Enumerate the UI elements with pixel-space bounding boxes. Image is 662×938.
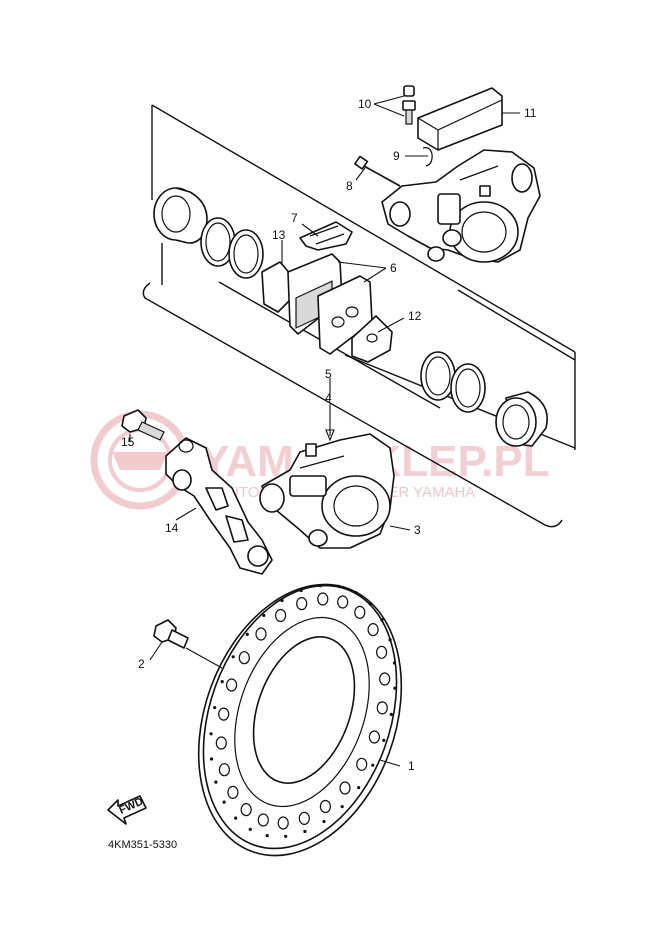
disc-drill-dot — [234, 816, 238, 820]
disc-drill-dot — [299, 588, 303, 593]
part-9-retaining-clip[interactable] — [422, 147, 433, 167]
disc-drill-dot — [209, 757, 214, 761]
disc-drill-dot — [231, 655, 235, 659]
piston-seals-right[interactable] — [420, 351, 486, 413]
disc-hole — [298, 811, 310, 826]
disc-hole — [255, 627, 267, 641]
disc-hole — [339, 781, 351, 795]
disc-drill-dot — [265, 834, 269, 838]
disc-drill-dot — [388, 638, 392, 642]
part-8-pad-pin[interactable] — [354, 155, 401, 187]
part-12-pad-shim[interactable] — [351, 315, 393, 363]
part-2-disc-bolt[interactable] — [153, 619, 189, 649]
disc-drill-dot — [214, 780, 218, 784]
callout-2: 2 — [138, 657, 145, 671]
disc-hole — [319, 799, 331, 814]
callout-6: 6 — [390, 261, 397, 275]
piston-right[interactable] — [495, 391, 548, 447]
disc-drill-dot — [248, 827, 252, 832]
piston-left[interactable] — [153, 187, 208, 244]
disc-hole — [277, 816, 289, 830]
callout-7: 7 — [291, 211, 298, 225]
disc-hole — [257, 813, 269, 827]
disc-hole — [218, 707, 230, 721]
disc-hole — [354, 605, 366, 620]
diagram-code: 4KM351-5330 — [108, 839, 177, 851]
disc-hole — [218, 763, 230, 777]
disc-drill-dot — [222, 800, 226, 804]
disc-drill-dot — [280, 598, 284, 603]
disc-hole — [275, 608, 287, 623]
part-1-brake-disc[interactable] — [163, 556, 437, 884]
disc-hole — [215, 736, 227, 750]
part-7-pad-spring[interactable] — [299, 221, 353, 251]
part-3-caliper-assembly[interactable] — [259, 433, 395, 549]
callout-8: 8 — [346, 179, 353, 193]
callout-15: 15 — [121, 435, 135, 449]
disc-drill-dot — [371, 763, 375, 767]
disc-drill-dot — [357, 786, 361, 790]
disc-hole — [240, 802, 252, 817]
part-14-caliper-bracket[interactable] — [165, 437, 273, 575]
disc-hole — [376, 645, 388, 659]
callout-13: 13 — [272, 228, 286, 242]
disc-drill-dot — [284, 834, 288, 838]
part-11-caliper-cover[interactable] — [417, 87, 503, 151]
disc-hole — [226, 678, 238, 692]
disc-drill-dot — [382, 738, 386, 743]
leader-lines — [129, 95, 520, 767]
part-10-bleed-screw[interactable] — [402, 85, 416, 125]
caliper-assembly-upper[interactable] — [381, 149, 541, 263]
fwd-arrow-icon: FWD — [107, 795, 147, 825]
disc-drill-dot — [303, 829, 307, 834]
disc-hole — [337, 595, 349, 609]
disc-drill-dot — [392, 661, 397, 665]
callout-1: 1 — [408, 759, 415, 773]
callout-4: 4 — [325, 391, 332, 405]
disc-drill-dot — [262, 613, 266, 618]
disc-hole — [296, 596, 308, 611]
part-13-pad-shim[interactable] — [261, 261, 293, 313]
disc-hole — [368, 730, 380, 744]
disc-hole — [367, 622, 379, 637]
disc-vent-holes — [209, 584, 397, 838]
disc-hole — [376, 701, 388, 715]
disc-drill-dot — [368, 602, 372, 606]
disc-drill-dot — [340, 805, 344, 809]
disc-drill-dot — [209, 732, 213, 736]
callout-10: 10 — [358, 97, 372, 111]
callout-12: 12 — [408, 309, 422, 323]
disc-hole — [356, 757, 368, 771]
disc-drill-dot — [220, 680, 224, 684]
disc-hole — [379, 672, 391, 686]
callout-14: 14 — [165, 521, 179, 535]
part-6-brake-pads[interactable] — [287, 253, 373, 355]
callout-3: 3 — [414, 523, 421, 537]
disc-drill-dot — [322, 819, 326, 824]
disc-drill-dot — [380, 618, 384, 622]
callout-9: 9 — [393, 149, 400, 163]
disc-hole — [317, 592, 329, 606]
disc-hole — [227, 785, 239, 800]
disc-drill-dot — [389, 712, 393, 717]
disc-drill-dot — [318, 584, 322, 588]
disc-drill-dot — [354, 591, 358, 595]
piston-seals-left[interactable] — [200, 217, 264, 279]
disc-drill-dot — [213, 706, 217, 710]
callout-11: 11 — [524, 106, 537, 120]
callouts: 1 2 3 4 5 6 7 8 9 10 11 12 13 14 15 — [121, 97, 537, 773]
callout-5: 5 — [325, 367, 332, 381]
disc-drill-dot — [337, 584, 341, 589]
disc-hole — [238, 651, 250, 665]
disc-drill-dot — [393, 686, 397, 690]
disc-drill-dot — [245, 632, 249, 637]
part-15-bracket-bolt[interactable] — [121, 409, 165, 441]
